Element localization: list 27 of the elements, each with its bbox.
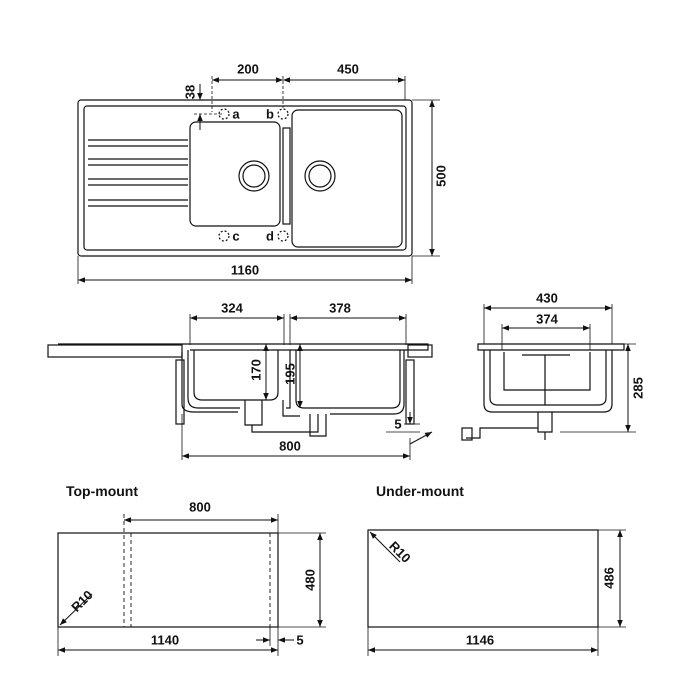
tap-hole-label: b <box>266 108 274 120</box>
dimension-value: 38 <box>184 84 196 100</box>
section-heading: Top-mount <box>66 484 138 498</box>
dimension-value: 800 <box>189 500 211 514</box>
tap-hole-label: c <box>232 230 240 242</box>
dimension-value: 480 <box>304 569 316 591</box>
section-heading: Under-mount <box>376 484 464 498</box>
tap-hole-label: a <box>232 108 240 120</box>
dimension-value: 486 <box>602 567 616 589</box>
dimension-value: 285 <box>632 377 644 399</box>
dimension-value: 378 <box>329 302 351 314</box>
dimension-value: 5 <box>394 418 402 430</box>
radius-label: R10 <box>386 538 414 566</box>
dimension-value: 5 <box>296 634 304 646</box>
dimension-value: 450 <box>337 62 359 76</box>
dimension-value: 374 <box>536 312 558 326</box>
dimension-value: 1146 <box>466 634 494 646</box>
dimension-value: 500 <box>434 165 448 187</box>
dimension-value: 1140 <box>150 634 180 646</box>
dimension-value: 200 <box>237 62 259 76</box>
radius-label: R10 <box>68 588 96 614</box>
dimension-value: 324 <box>221 302 243 314</box>
dimension-value: 430 <box>536 292 558 304</box>
dimension-value: 170 <box>250 359 262 381</box>
dimension-value: 800 <box>279 440 301 452</box>
tap-hole-label: d <box>266 230 274 242</box>
dimension-value: 1160 <box>230 264 260 276</box>
